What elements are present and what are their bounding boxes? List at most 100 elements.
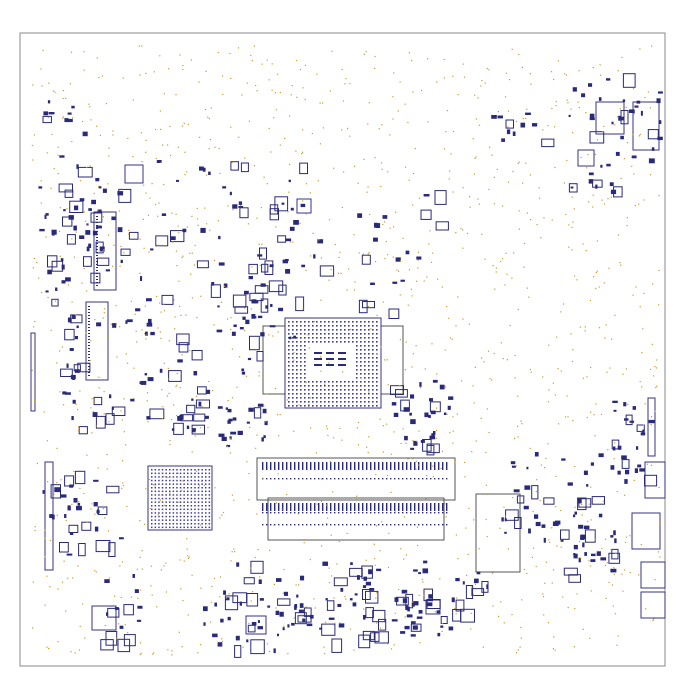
cpu-ball	[308, 333, 310, 335]
ic-bottom-left	[91, 605, 117, 631]
via	[539, 197, 541, 199]
chipset-ball	[165, 512, 167, 514]
via	[416, 280, 418, 282]
via	[404, 369, 406, 371]
via	[275, 226, 277, 228]
via	[413, 172, 415, 175]
via	[36, 261, 38, 263]
passive-component	[541, 524, 546, 528]
sodimm-pin	[406, 524, 408, 526]
passive-component	[100, 639, 114, 651]
via	[305, 213, 307, 215]
chipset-ball	[179, 508, 182, 511]
passive-component	[363, 615, 366, 620]
passive-component	[275, 610, 280, 615]
connector-pin	[88, 309, 90, 310]
via	[295, 59, 298, 62]
via	[274, 92, 276, 94]
via	[515, 465, 517, 467]
via	[254, 556, 256, 559]
passive-component	[47, 269, 52, 275]
passive-component	[319, 627, 322, 630]
passive-component	[428, 594, 433, 599]
via	[614, 124, 616, 126]
passive-component	[283, 591, 288, 596]
passive-component	[253, 407, 262, 419]
chipset-ball	[179, 497, 182, 500]
passive-component	[231, 331, 236, 336]
sodimm-pin	[386, 462, 388, 470]
passive-component	[338, 623, 345, 628]
passive-component	[191, 350, 203, 361]
sodimm-pin	[362, 478, 364, 480]
via	[400, 442, 402, 445]
cpu-ball	[368, 385, 370, 387]
via	[330, 269, 332, 271]
cpu-ball	[328, 341, 330, 343]
sodimm-pin	[414, 503, 416, 511]
via	[507, 110, 509, 112]
via	[596, 270, 598, 272]
via	[74, 652, 76, 654]
via	[115, 637, 118, 639]
via	[230, 560, 232, 562]
via	[600, 74, 602, 76]
via	[572, 132, 574, 134]
cpu-ball	[360, 349, 362, 351]
passive-component	[486, 584, 489, 590]
via	[408, 400, 410, 402]
chipset-ball	[165, 501, 167, 503]
via	[145, 192, 147, 194]
chipset-ball	[176, 479, 178, 482]
via	[186, 548, 188, 550]
via	[40, 180, 42, 182]
via	[548, 389, 550, 391]
ic-qfn-right	[577, 149, 595, 167]
via	[415, 345, 417, 347]
cpu-ball	[300, 353, 302, 355]
via	[354, 289, 356, 291]
passive-component	[432, 379, 438, 383]
chipset-ball	[154, 490, 157, 493]
sodimm-pin	[314, 462, 316, 470]
via	[511, 614, 513, 616]
via	[402, 391, 404, 393]
via	[651, 45, 653, 47]
chipset-ball	[190, 508, 193, 511]
chipset-ball	[187, 519, 189, 521]
via	[338, 540, 340, 543]
chipset-ball	[201, 512, 203, 514]
via	[221, 638, 223, 640]
via	[493, 353, 495, 355]
via	[499, 527, 501, 529]
via	[443, 77, 445, 79]
via	[272, 335, 274, 337]
via	[446, 305, 448, 308]
chipset-ball	[158, 515, 160, 518]
cpu-ball	[304, 401, 306, 403]
via	[227, 400, 229, 402]
via	[423, 280, 425, 282]
via	[376, 622, 378, 624]
via	[186, 171, 188, 173]
cpu-ball	[292, 353, 294, 355]
passive-component	[186, 404, 196, 414]
cpu-ball	[304, 361, 306, 363]
via	[152, 484, 155, 486]
passive-component	[622, 73, 636, 88]
sodimm-pin	[446, 478, 448, 480]
via	[397, 110, 399, 112]
chipset-ball	[169, 508, 171, 511]
via	[606, 562, 608, 564]
via	[550, 71, 553, 73]
passive-component	[218, 262, 225, 266]
passive-component	[622, 99, 626, 102]
cpu-ball	[296, 329, 298, 331]
connector-pin	[96, 240, 98, 241]
cpu-ball	[300, 321, 302, 323]
via	[54, 91, 56, 93]
sodimm-pin	[298, 462, 300, 470]
cpu-ball	[332, 397, 334, 399]
passive-component	[38, 186, 43, 189]
cpu-ball	[292, 401, 294, 403]
